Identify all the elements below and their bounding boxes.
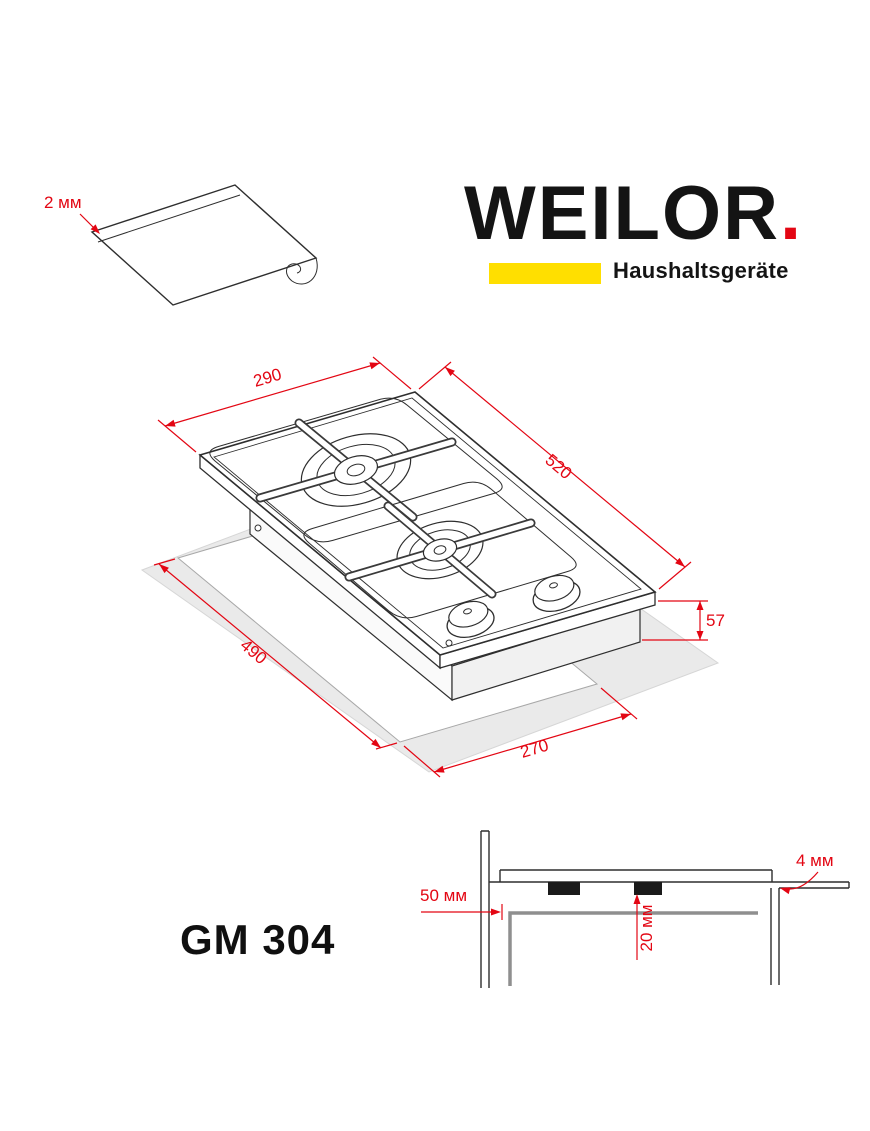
hob-section-slab: [499, 869, 773, 882]
dim-line: [433, 713, 632, 773]
wall-clearance-label: 50 мм: [420, 886, 467, 905]
arrowhead: [369, 362, 380, 370]
edge-gap-label: 4 мм: [796, 851, 834, 870]
gas-pipe: [508, 911, 758, 986]
leader-curve: [783, 871, 819, 890]
arrowhead: [159, 564, 169, 574]
screw: [445, 639, 453, 647]
installation-drawing: 50 мм 20 мм 4 мм: [420, 830, 850, 988]
trivet-front-frame: [303, 481, 577, 619]
trivet-rear-frame: [209, 397, 503, 543]
isometric-hob-drawing: 490 270: [140, 356, 725, 778]
control-knob-right: [532, 574, 581, 613]
arrowhead: [491, 908, 501, 916]
dim-line: [158, 563, 382, 749]
arrowhead: [633, 894, 641, 904]
arrowhead: [165, 419, 176, 427]
dim-line: [444, 366, 686, 568]
hob-top-inner-edge: [213, 397, 642, 649]
ext-line: [418, 361, 452, 390]
dim-line: [164, 362, 381, 427]
burner-box-section: [548, 882, 580, 895]
dimension-cutout-width: 270: [403, 687, 638, 778]
edge-detail-drawing: 2 мм: [44, 184, 318, 306]
control-knob-left: [446, 600, 495, 639]
left-cabinet-wall: [480, 830, 490, 988]
ext-line: [157, 419, 197, 453]
body-height-label: 57: [706, 611, 725, 630]
edge-sheet-thickness-line: [97, 194, 241, 243]
arrowhead: [696, 631, 704, 640]
dimension-bottom-clearance: 20 мм: [633, 894, 656, 960]
burner-cap-center: [433, 545, 447, 555]
ext-line: [375, 742, 398, 750]
dimension-edge-gap: 4 мм: [780, 851, 834, 895]
dimension-wall-clearance: 50 мм: [420, 886, 503, 920]
ext-line: [658, 561, 692, 590]
screw: [254, 524, 262, 532]
arrowhead: [780, 887, 791, 895]
knob-top: [534, 574, 575, 602]
edge-sheet-outline: [90, 184, 318, 306]
dimension-body-height: 57: [642, 600, 725, 641]
edge-thickness-label: 2 мм: [44, 193, 82, 212]
edge-rolled-curl: [286, 257, 318, 285]
worktop-right-edge: [779, 882, 850, 889]
ext-line: [600, 687, 638, 720]
knob-marker: [463, 608, 472, 615]
arrowhead: [445, 367, 455, 377]
ext-line: [372, 356, 412, 390]
side-length-label: 520: [542, 450, 576, 483]
brand-subtitle: Haushaltsgeräte: [613, 258, 789, 283]
right-support-wall: [770, 888, 780, 985]
arrowhead: [696, 601, 704, 610]
burner-box-section: [634, 882, 662, 895]
burner-front-cap: [422, 538, 458, 562]
ext-line: [153, 558, 176, 566]
bottom-clearance-label: 20 мм: [637, 904, 656, 951]
cutout-width-label: 270: [518, 736, 551, 762]
arrowhead: [675, 557, 685, 567]
brand-logo-text: WEILOR: [464, 171, 780, 256]
top-width-label: 290: [251, 365, 284, 391]
burner-cap-center: [346, 463, 366, 477]
brand-logo-dot: .: [779, 171, 804, 256]
burner-rear-cap: [333, 455, 379, 485]
brand-logo: WEILOR.: [464, 176, 803, 252]
knob-top: [448, 600, 489, 628]
edge-leader-arrow: [90, 224, 100, 234]
model-name: GM 304: [180, 916, 336, 963]
brand-yellow-bar: [489, 263, 601, 284]
knob-marker: [549, 582, 558, 589]
arrowhead: [371, 738, 381, 748]
arrowhead: [620, 713, 631, 721]
arrowhead: [434, 765, 445, 773]
